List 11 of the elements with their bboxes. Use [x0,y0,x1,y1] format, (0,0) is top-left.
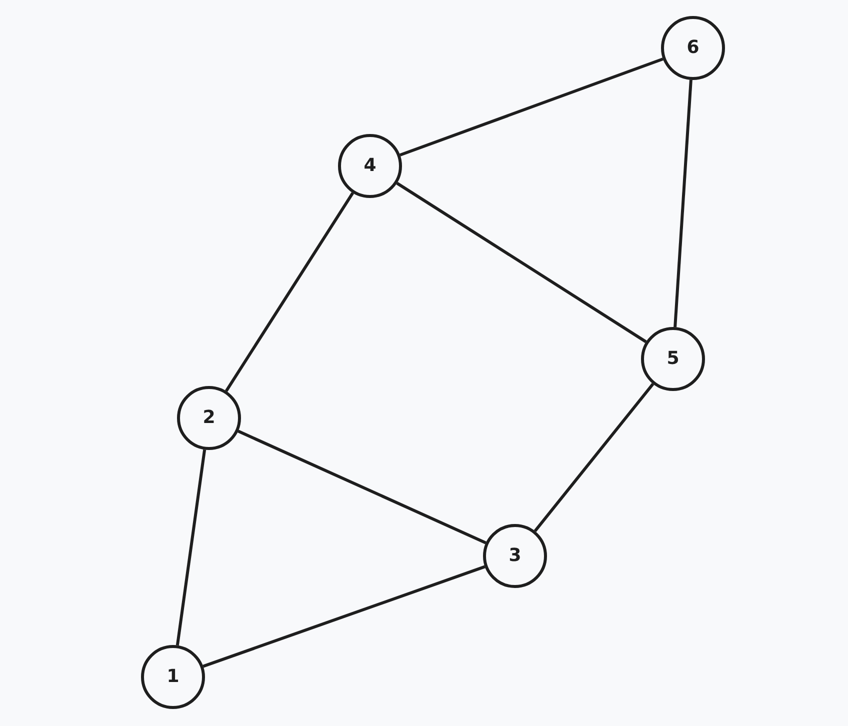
node-label: 4 [364,154,376,178]
node-label: 1 [166,665,180,689]
node-label: 3 [508,544,522,568]
node-label: 5 [666,347,680,371]
connector-line [674,80,692,328]
connector-line [534,383,654,532]
connector-line [396,182,647,344]
node-label: 6 [686,36,700,60]
connector-line [224,192,354,392]
connector-line [176,449,206,646]
node-label: 2 [202,406,216,430]
